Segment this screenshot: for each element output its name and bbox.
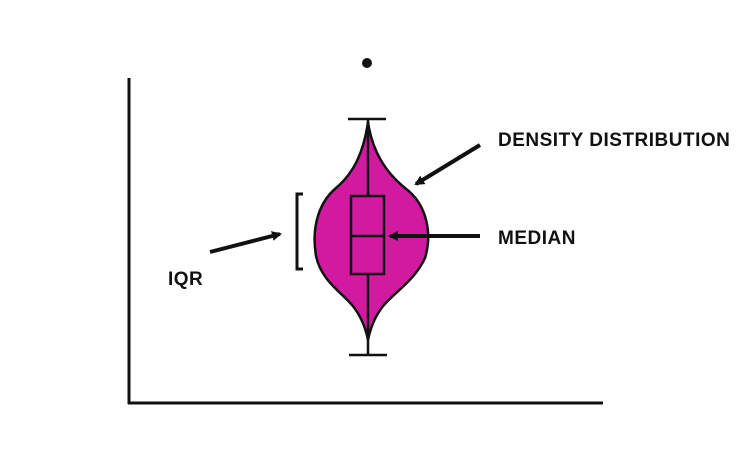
density-distribution-label: DENSITY DISTRIBUTION bbox=[498, 130, 730, 151]
median-label: MEDIAN bbox=[498, 228, 576, 249]
density-arrow bbox=[414, 143, 482, 186]
violin-shape bbox=[313, 121, 430, 341]
outlier-point bbox=[362, 58, 372, 68]
iqr-arrow bbox=[209, 231, 282, 254]
iqr-label: IQR bbox=[168, 269, 203, 290]
iqr-bracket bbox=[295, 192, 303, 271]
